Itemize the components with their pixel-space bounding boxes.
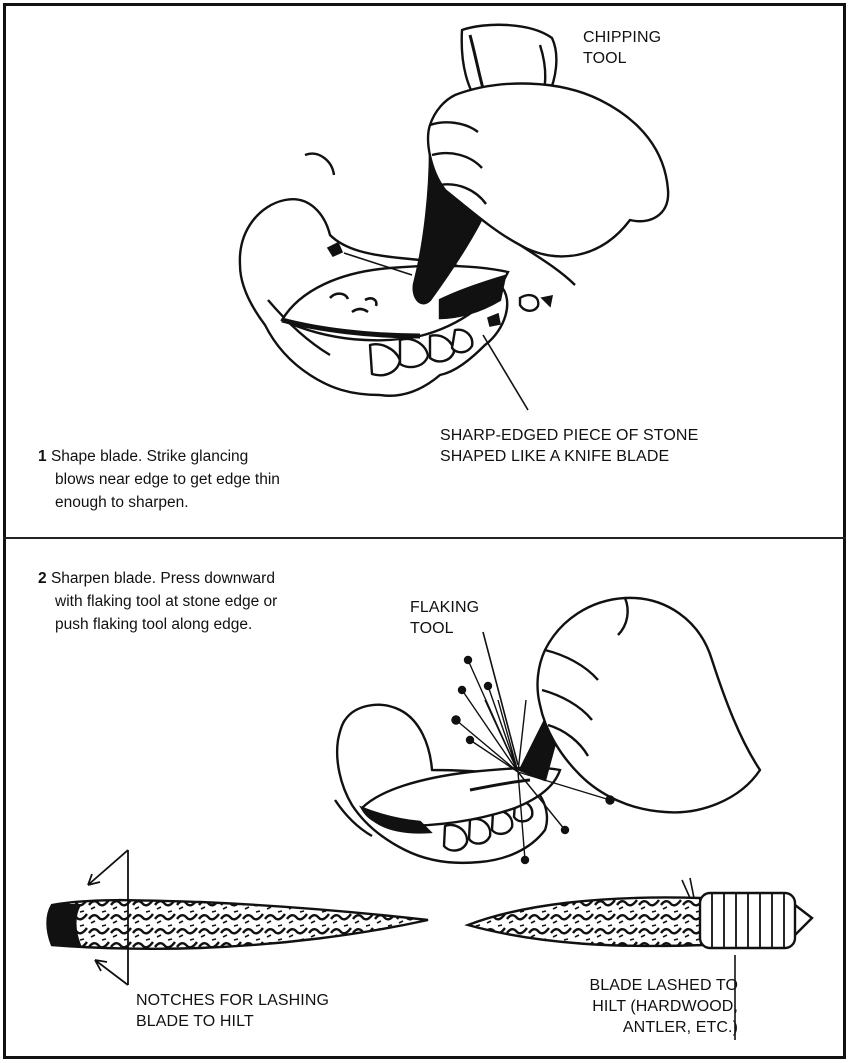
step-2-text-1: Sharpen blade. Press downward <box>51 570 275 587</box>
step-1-text-1: Shape blade. Strike glancing <box>51 448 248 465</box>
step-2-line-1: 2 Sharpen blade. Press downward <box>38 567 398 590</box>
step-1-line-2: blows near edge to get edge thin <box>38 468 398 491</box>
finished-blade-notched <box>48 900 429 949</box>
notches-label: NOTCHES FOR LASHING BLADE TO HILT <box>136 990 329 1032</box>
leader-lines-panel1 <box>483 335 528 410</box>
step-1-instructions: 1 Shape blade. Strike glancing blows nea… <box>38 445 398 514</box>
step-2-line-2: with flaking tool at stone edge or <box>38 590 398 613</box>
step-2-instructions: 2 Sharpen blade. Press downward with fla… <box>38 567 398 636</box>
step-2-line-3: push flaking tool along edge. <box>38 613 398 636</box>
step-1-line-3: enough to sharpen. <box>38 491 398 514</box>
step-1-line-1: 1 Shape blade. Strike glancing <box>38 445 398 468</box>
stone-label: SHARP-EDGED PIECE OF STONE SHAPED LIKE A… <box>440 425 698 467</box>
step-1-number: 1 <box>38 448 47 465</box>
flaking-tool-label: FLAKING TOOL <box>410 597 479 639</box>
step-2-number: 2 <box>38 570 47 587</box>
leader-lines-panel2 <box>483 632 518 765</box>
lashed-blade-label: BLADE LASHED TO HILT (HARDWOOD, ANTLER, … <box>548 975 738 1038</box>
chipping-tool-label: CHIPPING TOOL <box>583 27 661 69</box>
finished-blade-hilted <box>468 878 812 948</box>
